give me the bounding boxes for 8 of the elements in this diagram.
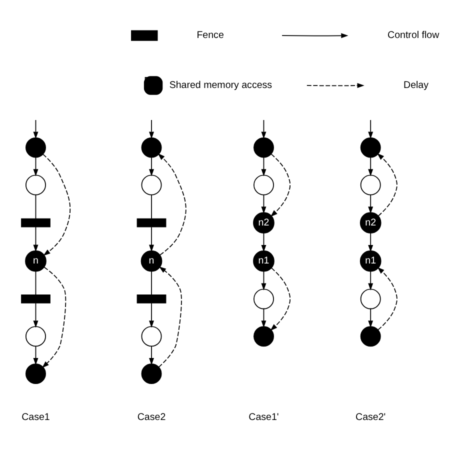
legend-label: Fence [196,30,224,41]
label: Case2' [356,411,386,422]
legend-label: Shared memory access [169,79,272,90]
label: Case2 [137,411,166,422]
label: Case1' [248,411,279,422]
legend-label: Delay [404,79,429,90]
label: Case1 [22,411,50,422]
legend-label: Control flow [388,30,440,41]
